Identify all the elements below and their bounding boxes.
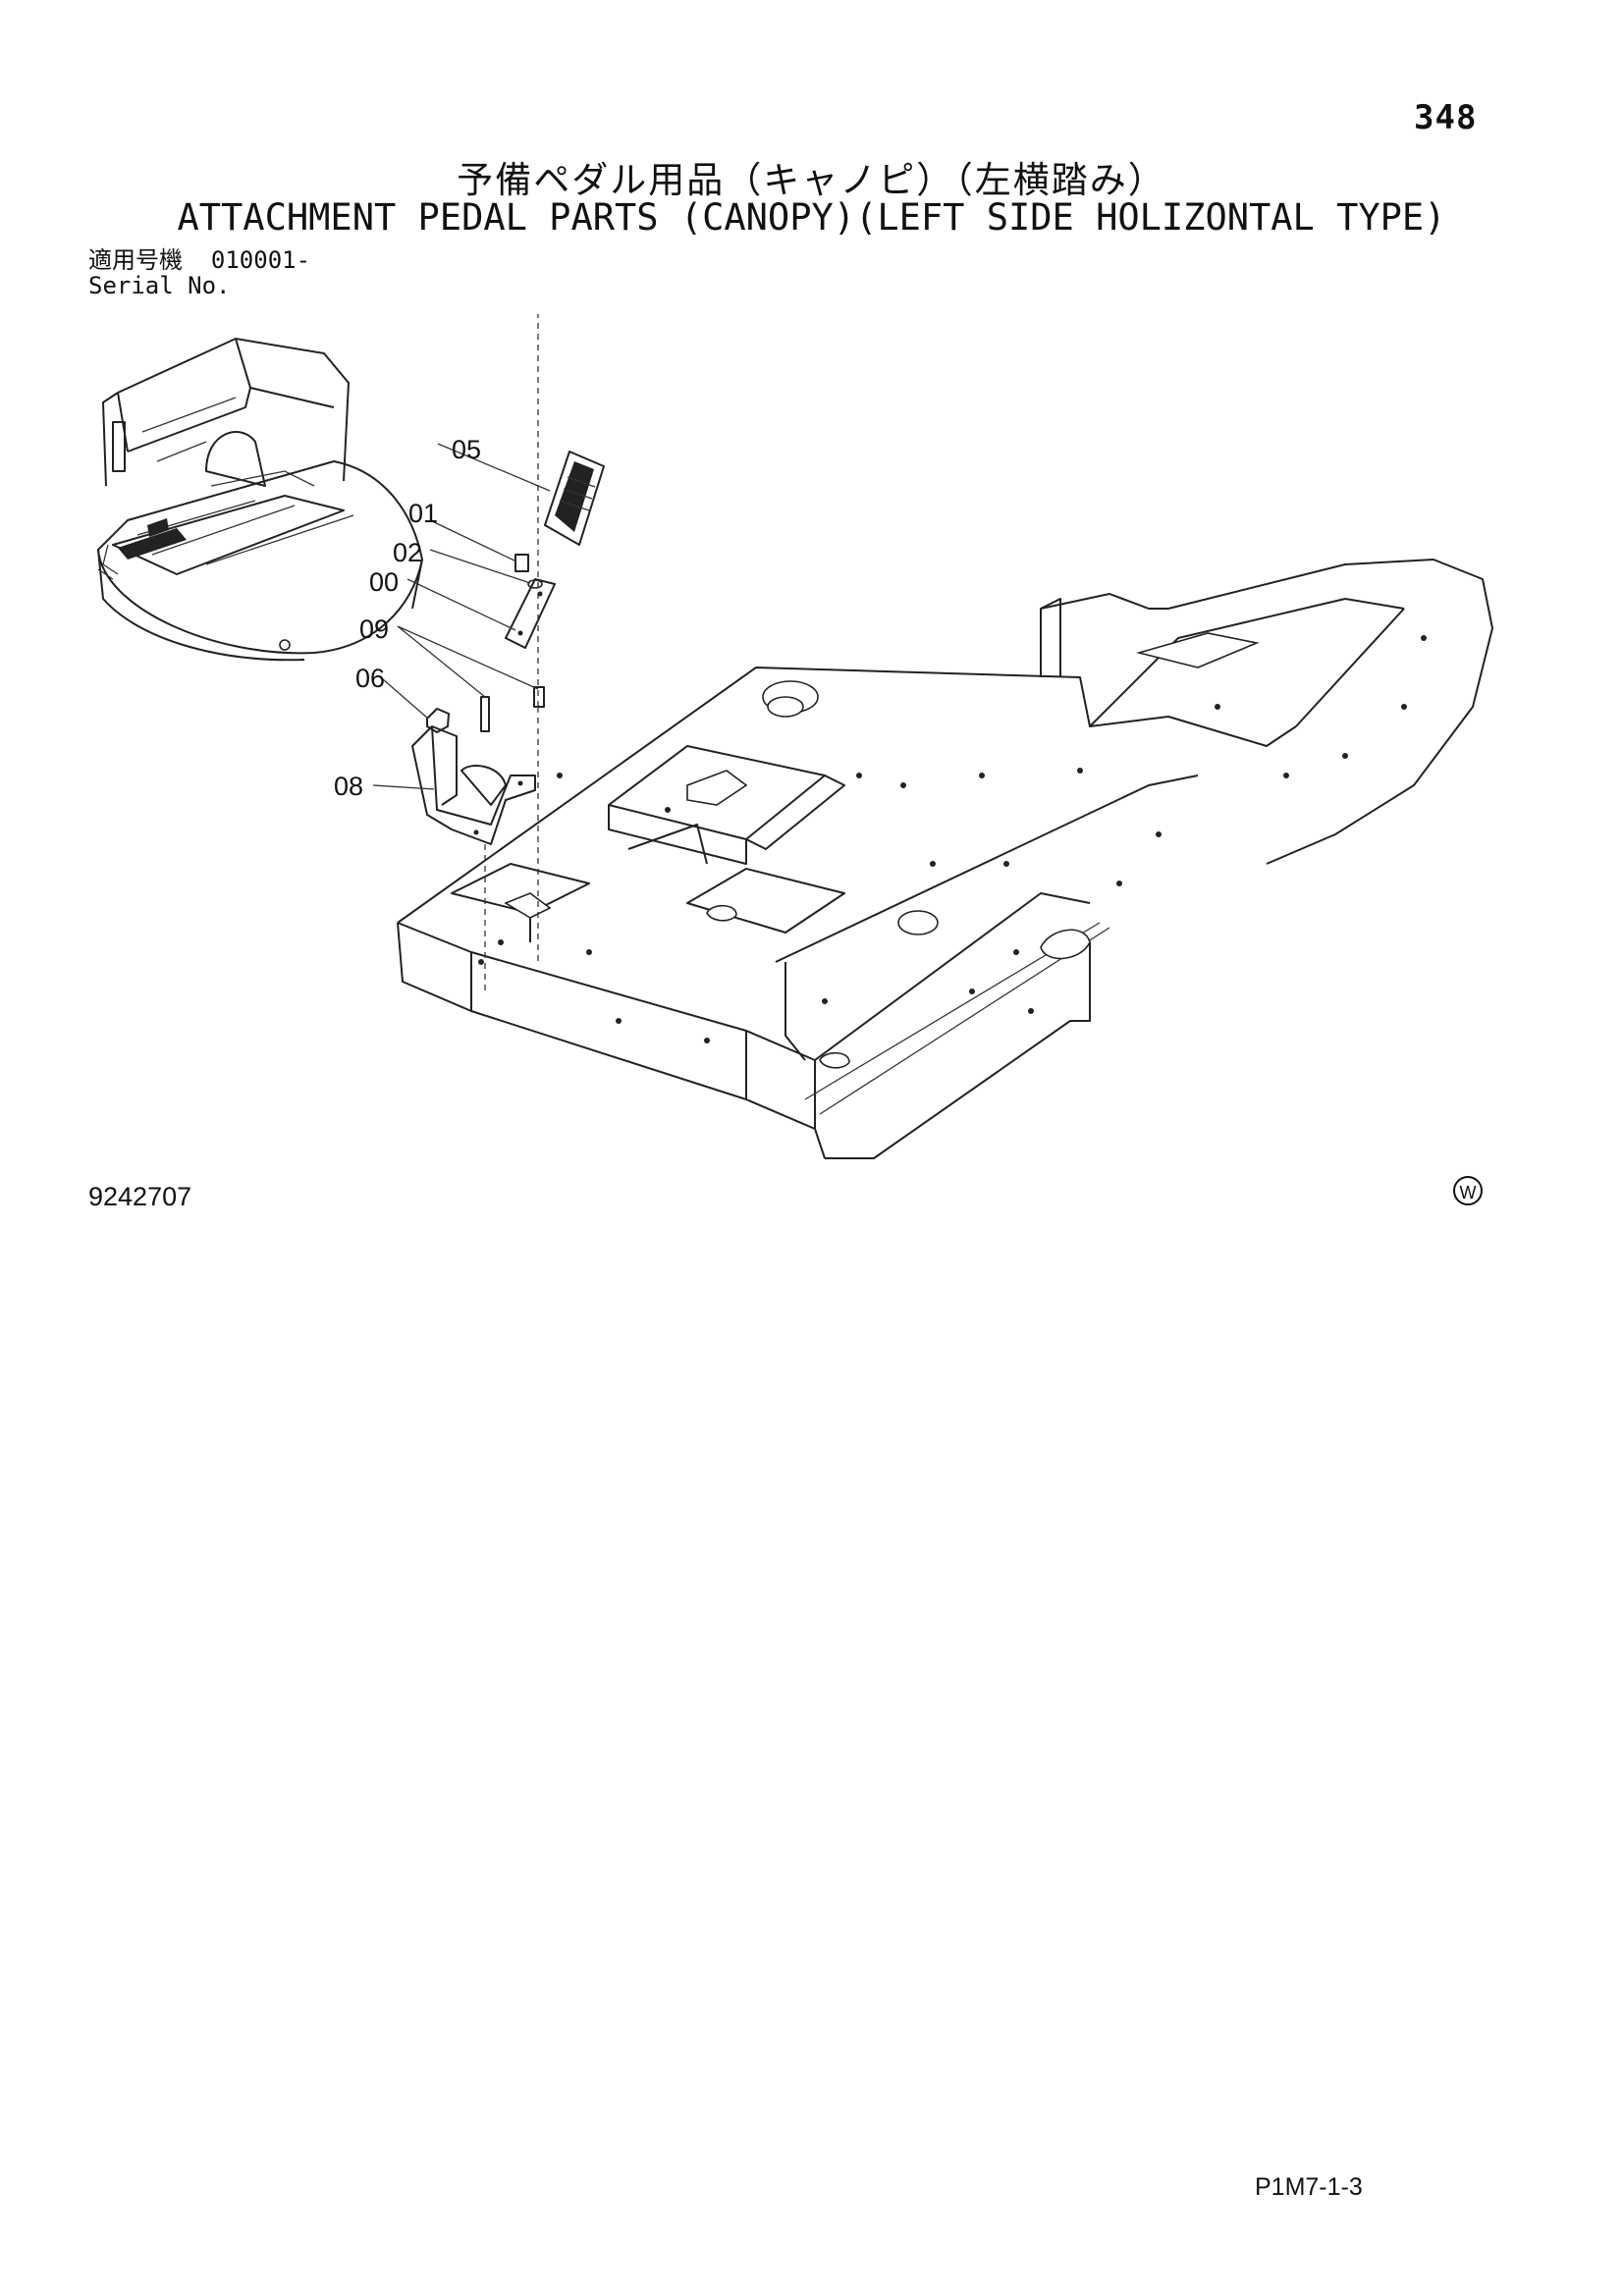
callout-leaders [372,443,551,790]
footer-code: P1M7-1-3 [1255,2173,1363,2201]
callout-05: 05 [452,435,481,464]
serial-number-block: 適用号機 010001- Serial No. [88,247,310,298]
callout-09: 09 [359,614,389,644]
serial-label-jp: 適用号機 [88,246,183,274]
pedal-assembly [411,314,605,991]
title-english: ATTACHMENT PEDAL PARTS (CANOPY)(LEFT SID… [177,196,1446,239]
frame-floor-plate [397,559,1493,1159]
serial-label-en: Serial No. [88,272,231,299]
callout-08: 08 [334,772,363,801]
canopy-overview-inset [97,338,423,662]
serial-value: 010001- [210,246,311,274]
w-mark: W [1453,1176,1483,1205]
drawing-number: 9242707 [88,1182,192,1211]
callout-00: 00 [369,567,399,597]
callout-06: 06 [355,664,385,693]
title-japanese: 予備ペダル用品（キャノピ）（左横踏み） [457,159,1166,201]
parts-diagram: 05 01 02 00 09 06 08 [97,314,1493,1159]
callout-02: 02 [393,538,422,567]
callout-01: 01 [408,499,438,528]
serial-row-jp: 適用号機 010001- [88,247,310,273]
page-number: 348 [1414,98,1478,137]
